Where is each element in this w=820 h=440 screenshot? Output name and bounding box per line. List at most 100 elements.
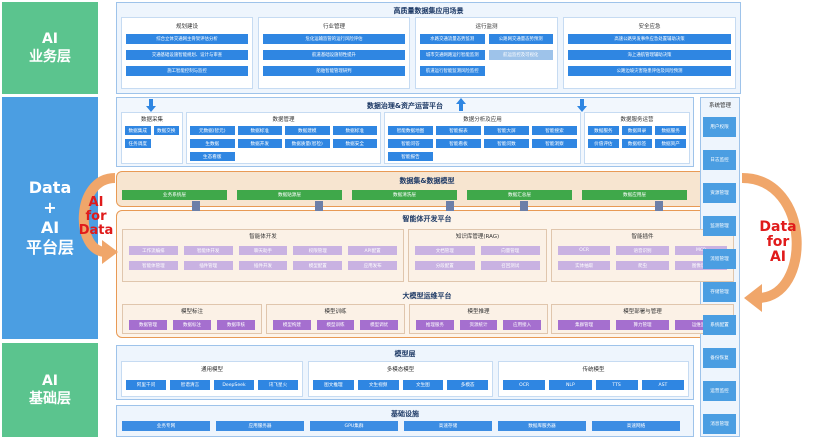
system-item: 日志监控 <box>703 150 736 170</box>
business-item: 交通基础设施智能规划、设计与审查 <box>126 50 248 60</box>
mlops-item: 运维监控 <box>674 320 727 330</box>
infra-item: 应用服务器 <box>216 421 304 431</box>
mlops-group-title: 模型标注 <box>180 309 203 315</box>
business-item: 航运监控及可视化 <box>488 50 553 60</box>
dataset-item: 数据应用层 <box>582 190 687 200</box>
model-group <box>308 361 493 397</box>
connector-icon <box>192 201 200 211</box>
agent-item: OCR <box>558 246 611 255</box>
agent-item: 权限管理 <box>293 246 343 255</box>
governance-item: 数据建模 <box>285 126 330 135</box>
callout-ai-for-data: AI for Data <box>78 195 114 238</box>
infra-item: 业务专网 <box>122 421 210 431</box>
business-item: 公路网交通量态势预测 <box>488 34 553 44</box>
agent-group <box>408 229 547 282</box>
governance-card <box>121 112 183 164</box>
infra-title: 基础设施 <box>391 410 419 418</box>
agent-group-title: 智能体开发 <box>249 234 277 240</box>
mlops-item: 模型构建 <box>273 320 311 330</box>
model-group-title: 多模态模型 <box>386 367 415 373</box>
system-item: 系统配置 <box>703 315 736 335</box>
agent-item: 工作流编排 <box>129 246 178 255</box>
business-item: 高速公路突发事件应急处置辅助决策 <box>568 34 731 44</box>
system-title: 系统管理 <box>708 103 731 109</box>
model-item: 阿里千问 <box>126 380 166 390</box>
dataset-section: 数据集&数据模型 <box>116 171 738 207</box>
mlops-group-title: 模型推理 <box>467 309 490 315</box>
business-card-title: 行业管理 <box>322 24 345 30</box>
model-item: 文生图 <box>402 380 444 390</box>
governance-item: 价值评估 <box>588 139 619 148</box>
business-card-title: 规划建设 <box>175 24 198 30</box>
agent-item: API配置 <box>348 246 397 255</box>
callout-data-for-ai: Data for AI <box>759 219 797 265</box>
dataset-item: 数据贴源层 <box>237 190 342 200</box>
arrow-curved-left-icon <box>78 173 118 264</box>
model-item: TTS <box>595 380 638 390</box>
mlops-item: 数据管理 <box>129 320 167 330</box>
label-business-layer: AI 业务层 <box>2 2 98 94</box>
agent-group-title: 知识库管理(RAG) <box>455 234 500 240</box>
agent-group <box>122 229 404 282</box>
business-title: 高质量数据集应用场景 <box>393 7 464 15</box>
governance-card-title: 数据服务运营 <box>620 117 654 123</box>
governance-item: 数据目录 <box>621 126 653 135</box>
business-item: 施工智能控制与监控 <box>126 66 248 76</box>
governance-item: 数据集成 <box>125 126 151 135</box>
governance-item: 智能洞察 <box>532 139 577 148</box>
governance-item: 智能问数 <box>484 139 529 148</box>
system-item: 流程管理 <box>703 249 736 269</box>
model-item: 文生视频 <box>357 380 399 390</box>
governance-item: 元数据(智元) <box>190 126 235 135</box>
agent-item: 向量管理 <box>480 246 540 255</box>
agent-title: 智能体开发平台 <box>402 215 452 223</box>
agent-item: 图像识别 <box>674 261 727 270</box>
agent-item: 语音识别 <box>616 246 669 255</box>
model-group-title: 通用模型 <box>200 367 223 373</box>
business-card-title: 运行监测 <box>475 24 498 30</box>
agent-item: 应用发布 <box>348 261 397 270</box>
business-item: 船舶智能管理研判 <box>263 66 405 76</box>
governance-item: 数据安全 <box>332 139 377 148</box>
label-foundation-layer: AI 基础层 <box>2 343 98 437</box>
governance-item: 数据开发 <box>237 139 282 148</box>
system-item: 消息管理 <box>703 414 736 434</box>
governance-item: 数据质量(智检) <box>285 139 330 148</box>
governance-item: 数据标准 <box>332 126 377 135</box>
connector-icon <box>315 201 323 211</box>
agent-item: 插件开发 <box>238 261 288 270</box>
governance-item: 数据资产 <box>655 139 686 148</box>
governance-item: 智能问答 <box>388 139 433 148</box>
mlops-item: 算力管理 <box>616 320 669 330</box>
agent-item: 模型配置 <box>293 261 343 270</box>
governance-card-title: 数据分析及应用 <box>463 117 502 123</box>
connector-icon <box>655 201 663 211</box>
dataset-item: 数据清洗层 <box>352 190 457 200</box>
dataset-title: 数据集&数据模型 <box>399 177 455 185</box>
model-item: 多模态 <box>447 380 488 390</box>
agent-item: 聊天助手 <box>238 246 288 255</box>
agent-item: 分段配置 <box>415 261 475 270</box>
business-item: 城市交通网路运行智能监测 <box>420 50 485 60</box>
connector-icon <box>520 201 528 211</box>
agent-item: 文档管理 <box>415 246 475 255</box>
governance-card-title: 数据管理 <box>272 117 295 123</box>
governance-item: 生态看版 <box>190 152 235 161</box>
model-group <box>498 361 689 397</box>
governance-item: 数据服务 <box>655 126 686 135</box>
system-item: 运营监控 <box>703 381 736 401</box>
dataset-item: 数据汇总层 <box>467 190 572 200</box>
governance-item: 智能搜索 <box>532 126 577 135</box>
governance-card-title: 数据采集 <box>140 117 163 123</box>
governance-item: 数据标签 <box>621 139 653 148</box>
arrow-down-icon <box>577 99 587 112</box>
system-item: 用户权限 <box>703 117 736 137</box>
model-group-title: 传统模型 <box>582 367 605 373</box>
model-layer-title: 模型层 <box>394 350 416 358</box>
mlops-item: 推理服务 <box>416 320 454 330</box>
model-item: DeepSeek <box>214 380 254 390</box>
mlops-title: 大模型运维平台 <box>402 292 452 300</box>
business-item: 海上通航管理辅助决策 <box>568 50 731 60</box>
agent-item: 插件管理 <box>183 261 233 270</box>
mlops-item: 集群管理 <box>558 320 611 330</box>
